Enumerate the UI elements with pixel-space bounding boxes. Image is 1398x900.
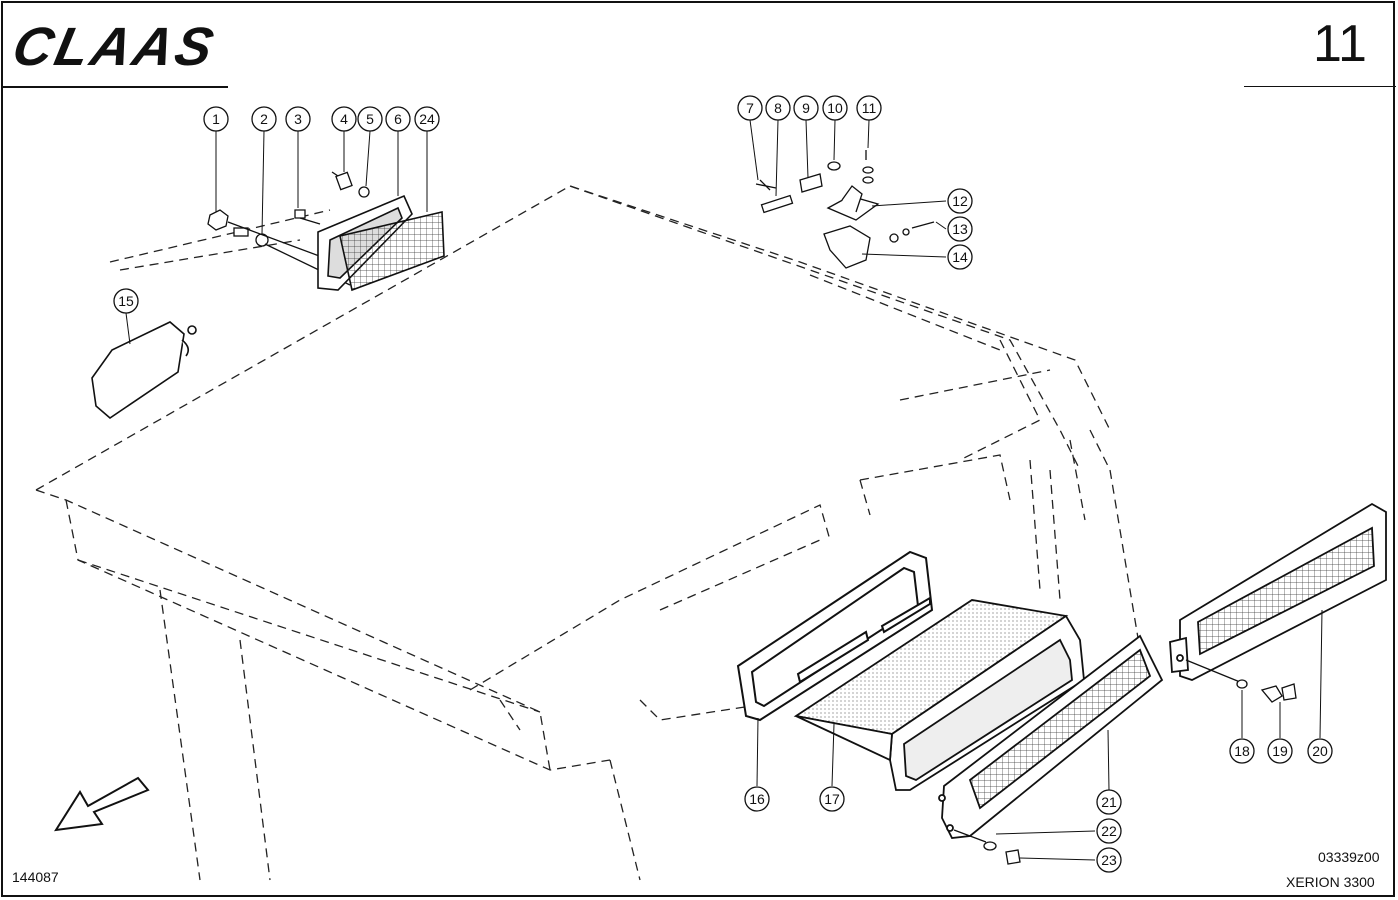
callout-1: 1: [203, 106, 229, 132]
callout-6: 6: [385, 106, 411, 132]
svg-text:3: 3: [294, 111, 302, 127]
callout-leaders: [125, 119, 1323, 861]
svg-text:6: 6: [394, 111, 402, 127]
page-number: 11: [1313, 15, 1367, 73]
callout-3: 3: [285, 106, 311, 132]
callout-8: 8: [765, 95, 791, 121]
callout-5: 5: [357, 106, 383, 132]
interior-air-vent: [317, 194, 445, 292]
interior-mirror: [91, 321, 197, 420]
svg-text:4: 4: [340, 111, 348, 127]
callout-23: 23: [1096, 847, 1122, 873]
callout-4: 4: [331, 106, 357, 132]
front-grille-small: [938, 634, 1164, 839]
callout-17: 17: [819, 786, 845, 812]
svg-text:20: 20: [1312, 743, 1328, 759]
cab-roof-outline: [35, 185, 1141, 881]
callout-21: 21: [1096, 789, 1122, 815]
svg-text:14: 14: [952, 249, 968, 265]
svg-text:24: 24: [419, 111, 435, 127]
latch-assembly: [755, 150, 935, 269]
callout-13: 13: [947, 216, 973, 242]
callout-22: 22: [1096, 818, 1122, 844]
direction-arrow-icon: [54, 776, 150, 832]
svg-text:13: 13: [952, 221, 968, 237]
front-grille-large: [1169, 502, 1387, 681]
svg-text:7: 7: [746, 100, 754, 116]
pin-and-clip: [331, 171, 370, 198]
callout-bubbles: 1 2 3 4 5 6 24 7 8 9 10 11 12 13 14 15 1…: [113, 95, 1333, 873]
svg-text:9: 9: [802, 100, 810, 116]
svg-text:22: 22: [1101, 823, 1117, 839]
svg-text:1: 1: [212, 111, 220, 127]
svg-text:8: 8: [774, 100, 782, 116]
catalog-code: 144087: [12, 869, 59, 885]
callout-15: 15: [113, 288, 139, 314]
callout-19: 19: [1267, 738, 1293, 764]
page-number-rule: [1244, 86, 1396, 87]
svg-text:23: 23: [1101, 852, 1117, 868]
fastener-set-right: [953, 659, 1297, 865]
drawing-code: 03339z00: [1318, 849, 1380, 865]
svg-text:17: 17: [824, 791, 840, 807]
svg-text:19: 19: [1272, 743, 1288, 759]
callout-18: 18: [1229, 738, 1255, 764]
logo-rule: [2, 86, 228, 88]
svg-text:15: 15: [118, 293, 134, 309]
svg-text:21: 21: [1101, 794, 1117, 810]
model-name: XERION 3300: [1286, 874, 1375, 890]
callout-16: 16: [744, 786, 770, 812]
svg-text:16: 16: [749, 791, 765, 807]
svg-text:12: 12: [952, 193, 968, 209]
callout-10: 10: [822, 95, 848, 121]
callout-20: 20: [1307, 738, 1333, 764]
svg-text:11: 11: [862, 100, 877, 116]
callout-7: 7: [737, 95, 763, 121]
callout-24: 24: [414, 106, 440, 132]
vent-gasket-frame: [736, 550, 934, 722]
svg-text:5: 5: [366, 111, 374, 127]
callout-9: 9: [793, 95, 819, 121]
callout-14: 14: [947, 244, 973, 270]
vent-duct: [793, 599, 1085, 791]
callout-12: 12: [947, 188, 973, 214]
svg-text:10: 10: [827, 100, 843, 116]
callout-11: 11: [856, 95, 882, 121]
svg-text:2: 2: [260, 111, 268, 127]
svg-text:18: 18: [1234, 743, 1250, 759]
fastener-set-left: [207, 209, 351, 286]
callout-2: 2: [251, 106, 277, 132]
